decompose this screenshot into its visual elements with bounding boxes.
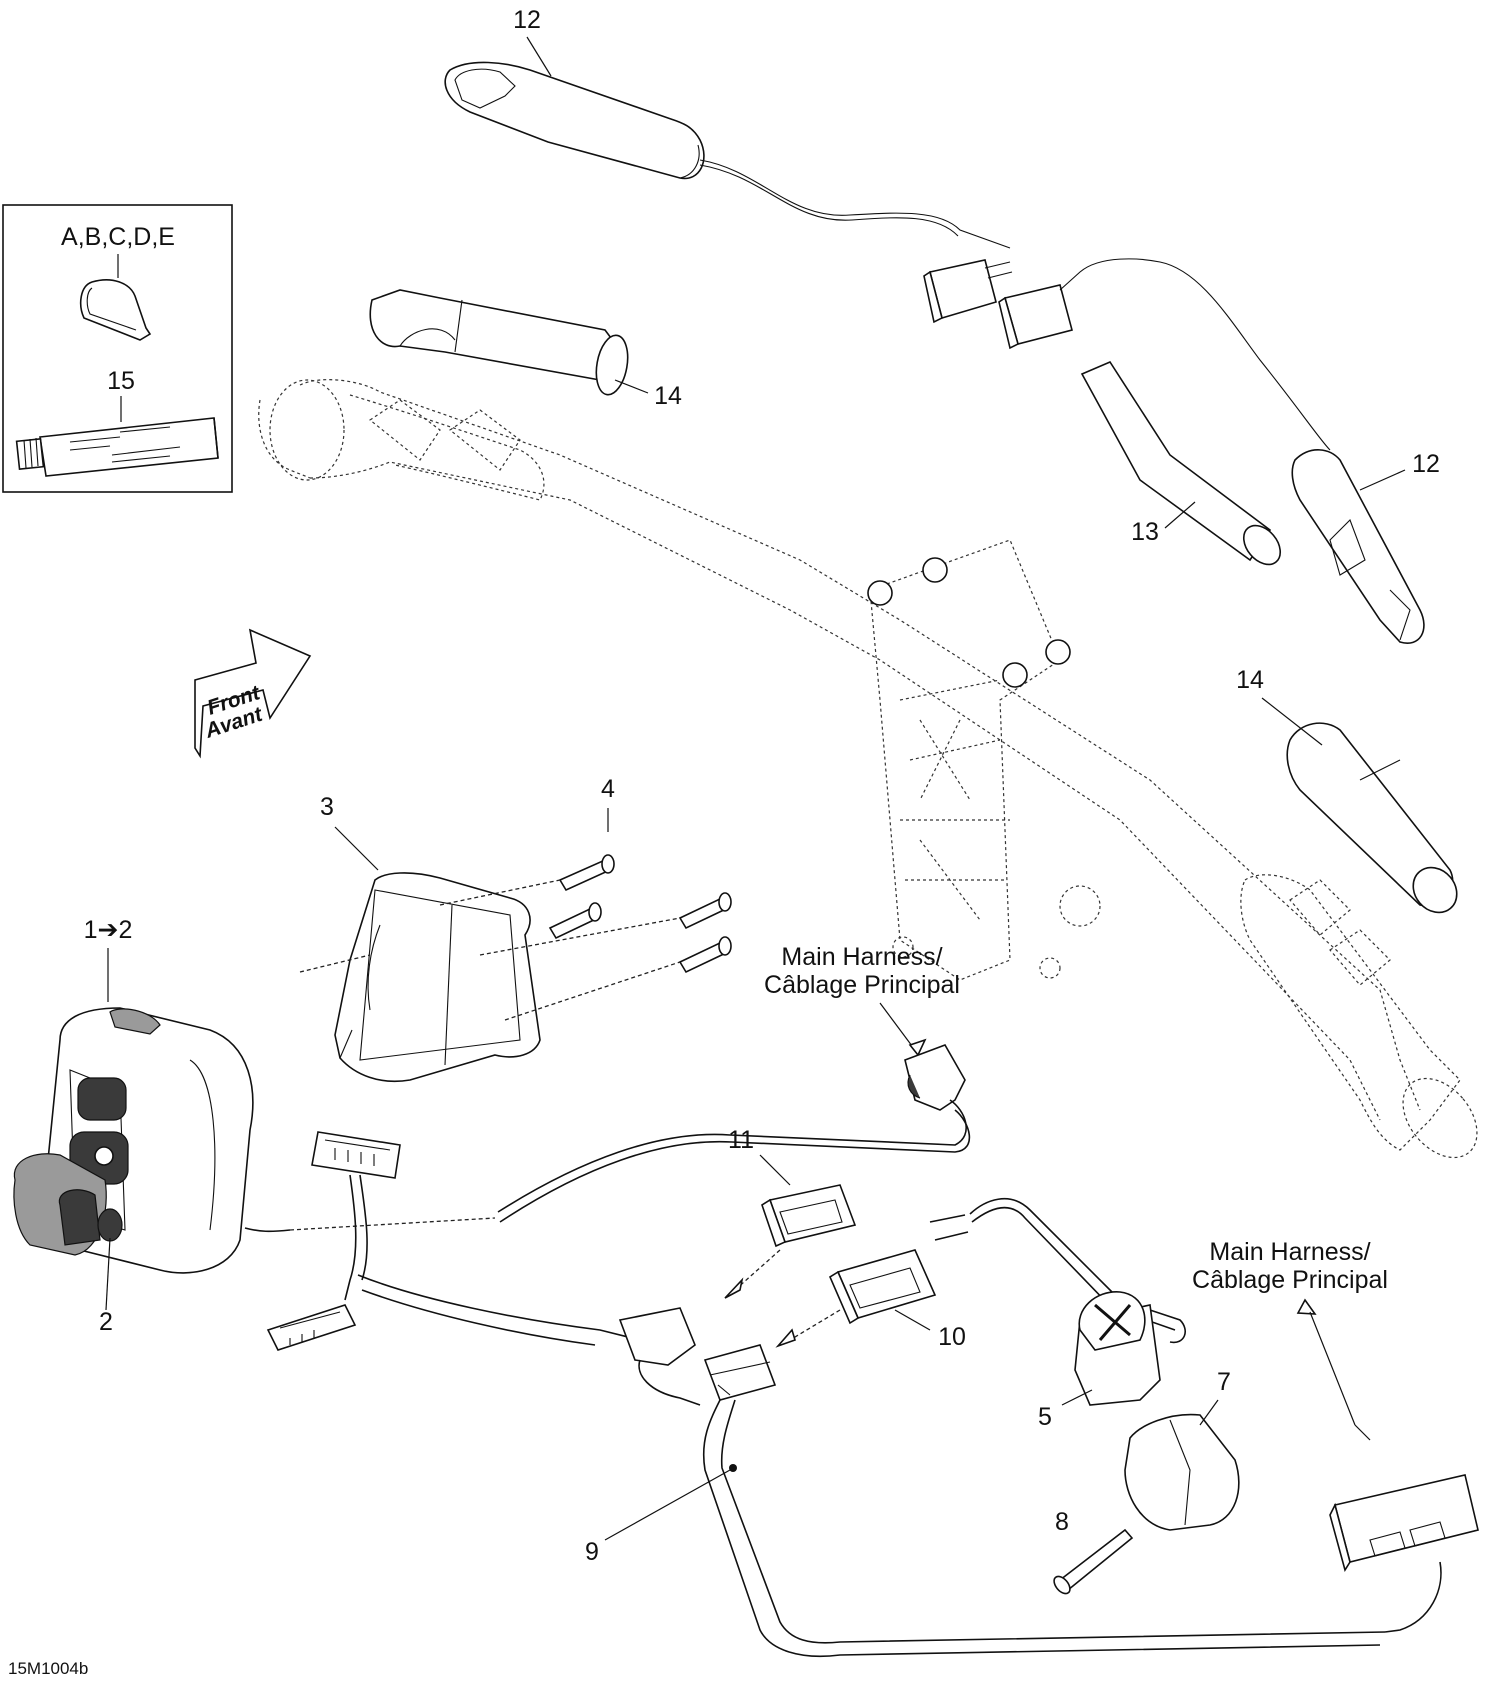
callout-7-leader: [1199, 1399, 1219, 1426]
note-main-harness-1-line2: Câblage Principal: [764, 971, 960, 999]
callout-11-label: 11: [728, 1126, 754, 1154]
callout-9-label: 9: [585, 1538, 599, 1566]
callout-12b-leader: [1359, 469, 1406, 491]
callout-4-label: 4: [601, 775, 615, 803]
screws-4: 4: [439, 775, 732, 1021]
callout-14a-label: 14: [654, 382, 682, 410]
switch-5: 5: [1038, 1291, 1161, 1431]
callout-5-leader: [1061, 1389, 1093, 1406]
grip-wire-top: [699, 159, 1011, 249]
callout-14b-leader: [1261, 697, 1323, 746]
sealant-tube: [15, 417, 219, 477]
pin-8: 8: [1053, 1508, 1134, 1595]
heated-grip-element-right: 12: [1291, 449, 1440, 644]
callout-12a-label: 12: [513, 6, 541, 34]
main-harness-connector-lower: Main Harness/ Câblage Principal: [1192, 1238, 1479, 1633]
callout-14a-leader: [614, 379, 649, 394]
main-harness-connector-upper: Main Harness/ Câblage Principal: [497, 943, 971, 1223]
callout-13-leader: [1164, 501, 1196, 529]
diagram-code: 15M1004b: [8, 1659, 88, 1678]
grip-14-top: 14: [369, 289, 682, 410]
bar-13: 13: [1080, 360, 1282, 566]
front-direction-arrow: Front Avant: [194, 628, 312, 759]
boot-7: 7: [1124, 1368, 1240, 1531]
switch-assembly-1: 1➔2 2: [13, 916, 496, 1336]
callout-2-leader: [105, 1237, 111, 1311]
callout-10-label: 10: [938, 1323, 966, 1351]
callout-3-label: 3: [320, 793, 334, 821]
callout-15-label: 15: [107, 367, 135, 395]
handlebar-ghost: [258, 379, 1478, 1159]
callout-11-leader: [759, 1154, 791, 1186]
harness-9: 9: [266, 1131, 1386, 1658]
callout-2-label: 2: [99, 1308, 113, 1336]
kit-inset-frame: [2, 204, 233, 493]
grip-14-right: 14: [1236, 666, 1458, 914]
callout-3-leader: [334, 826, 379, 871]
callout-7-label: 7: [1217, 1368, 1231, 1396]
kit-inset: A,B,C,D,E 15: [2, 204, 233, 493]
callout-12b-label: 12: [1412, 450, 1440, 478]
note-main-harness-2-line2: Câblage Principal: [1192, 1266, 1388, 1294]
connector-10: 10: [775, 1249, 966, 1351]
grip-connectors-top: [923, 258, 1331, 451]
kit-label: A,B,C,D,E: [61, 223, 175, 251]
note-main-harness-1-line1: Main Harness/: [781, 943, 942, 971]
callout-13-label: 13: [1131, 518, 1159, 546]
callout-12a-leader: [526, 36, 552, 77]
heated-grip-element-top: 12: [444, 6, 1011, 249]
callout-1-2-label: 1➔2: [84, 916, 133, 944]
callout-8-label: 8: [1055, 1508, 1069, 1536]
switch-housing-3: 3: [299, 793, 541, 1082]
callout-5-label: 5: [1038, 1403, 1052, 1431]
note-main-harness-2-line1: Main Harness/: [1209, 1238, 1370, 1266]
callout-10-leader: [894, 1309, 931, 1331]
callout-14b-label: 14: [1236, 666, 1264, 694]
wire-to-switch-5: [929, 1198, 1186, 1344]
connector-11: 11: [724, 1126, 857, 1299]
callout-9-leader: [604, 1469, 731, 1541]
clip-part-inner: [86, 287, 137, 331]
clip-part: [79, 279, 152, 341]
